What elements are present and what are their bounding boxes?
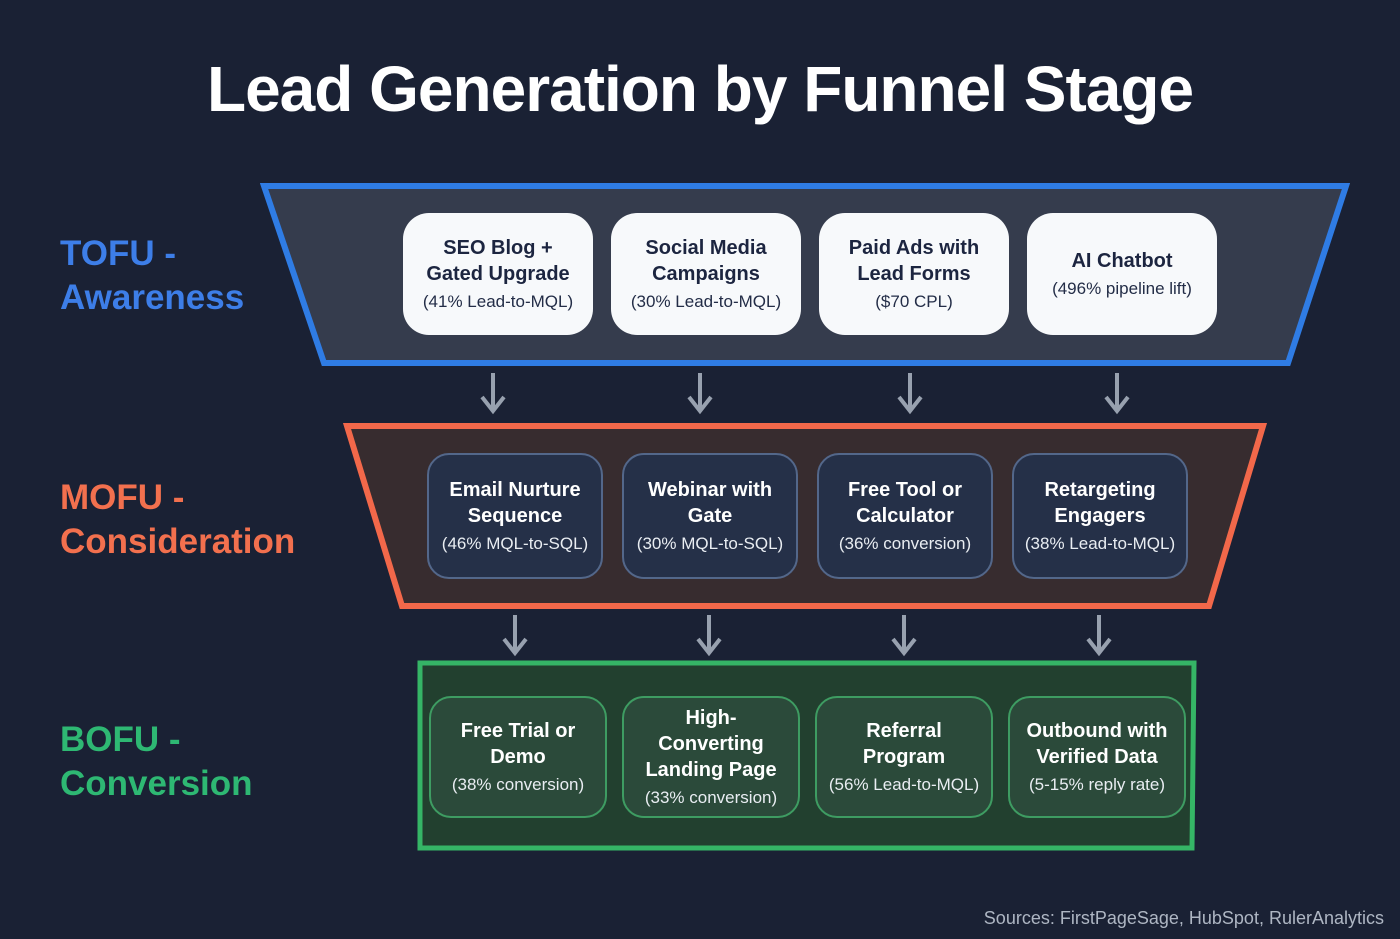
card-title: Webinar with Gate bbox=[647, 478, 773, 527]
card-metric: (56% Lead-to-MQL) bbox=[828, 774, 980, 794]
bofu-cards-row: Free Trial or Demo (38% conversion) High… bbox=[425, 696, 1190, 818]
tactic-card: AI Chatbot (496% pipeline lift) bbox=[1027, 213, 1217, 335]
down-arrow-icon bbox=[687, 373, 713, 415]
card-title: Free Trial or Demo bbox=[460, 719, 576, 768]
card-title: Outbound with Verified Data bbox=[1026, 719, 1168, 768]
card-title: Email Nurture Sequence bbox=[449, 478, 581, 527]
card-metric: (496% pipeline lift) bbox=[1052, 278, 1192, 298]
down-arrow-icon bbox=[696, 615, 722, 657]
card-title: Referral Program bbox=[862, 719, 946, 768]
page-title: Lead Generation by Funnel Stage bbox=[206, 53, 1194, 125]
down-arrow-icon bbox=[1086, 615, 1112, 657]
stage-label-mofu: MOFU - Consideration bbox=[60, 476, 295, 564]
tactic-card: Email Nurture Sequence (46% MQL-to-SQL) bbox=[427, 453, 603, 579]
tactic-card: High-Converting Landing Page (33% conver… bbox=[622, 696, 800, 818]
tactic-card: Retargeting Engagers (38% Lead-to-MQL) bbox=[1012, 453, 1188, 579]
source-note: Sources: FirstPageSage, HubSpot, RulerAn… bbox=[983, 908, 1384, 928]
card-title: Paid Ads with Lead Forms bbox=[848, 236, 980, 285]
mofu-cards-row: Email Nurture Sequence (46% MQL-to-SQL) … bbox=[420, 453, 1195, 579]
card-title: Retargeting Engagers bbox=[1044, 478, 1156, 527]
bofu-funnel-shape bbox=[417, 660, 1197, 851]
tactic-card: Paid Ads with Lead Forms ($70 CPL) bbox=[819, 213, 1009, 335]
stage-label-bofu-line2: Conversion bbox=[60, 764, 253, 803]
down-arrow-icon bbox=[1104, 373, 1130, 415]
card-metric: (46% MQL-to-SQL) bbox=[441, 533, 589, 553]
stage-label-tofu-line2: Awareness bbox=[60, 278, 245, 317]
tactic-card: Free Trial or Demo (38% conversion) bbox=[429, 696, 607, 818]
card-metric: (5-15% reply rate) bbox=[1028, 774, 1166, 794]
card-metric: (38% Lead-to-MQL) bbox=[1024, 533, 1176, 553]
card-title: SEO Blog + Gated Upgrade bbox=[426, 236, 570, 285]
card-metric: (41% Lead-to-MQL) bbox=[422, 291, 574, 311]
tactic-card: SEO Blog + Gated Upgrade (41% Lead-to-MQ… bbox=[403, 213, 593, 335]
down-arrow-icon bbox=[502, 615, 528, 657]
down-arrow-icon bbox=[480, 373, 506, 415]
card-title: High-Converting Landing Page bbox=[645, 706, 777, 781]
stage-label-mofu-line2: Consideration bbox=[60, 522, 296, 561]
stage-label-tofu-line1: TOFU - bbox=[60, 234, 177, 273]
stage-label-bofu-line1: BOFU - bbox=[60, 720, 181, 759]
down-arrow-icon bbox=[891, 615, 917, 657]
stage-label-mofu-line1: MOFU - bbox=[60, 478, 185, 517]
card-title: Free Tool or Calculator bbox=[847, 478, 963, 527]
down-arrow-icon bbox=[897, 373, 923, 415]
tofu-cards-row: SEO Blog + Gated Upgrade (41% Lead-to-MQ… bbox=[390, 213, 1230, 335]
card-metric: ($70 CPL) bbox=[875, 291, 953, 311]
card-title: Social Media Campaigns bbox=[645, 236, 767, 285]
tactic-card: Webinar with Gate (30% MQL-to-SQL) bbox=[622, 453, 798, 579]
card-metric: (38% conversion) bbox=[451, 774, 585, 794]
tactic-card: Free Tool or Calculator (36% conversion) bbox=[817, 453, 993, 579]
card-metric: (36% conversion) bbox=[838, 533, 972, 553]
tactic-card: Referral Program (56% Lead-to-MQL) bbox=[815, 696, 993, 818]
card-metric: (33% conversion) bbox=[644, 787, 778, 807]
card-metric: (30% Lead-to-MQL) bbox=[630, 291, 782, 311]
stage-label-tofu: TOFU - Awareness bbox=[60, 232, 244, 320]
tactic-card: Outbound with Verified Data (5-15% reply… bbox=[1008, 696, 1186, 818]
tactic-card: Social Media Campaigns (30% Lead-to-MQL) bbox=[611, 213, 801, 335]
card-title: AI Chatbot bbox=[1071, 249, 1173, 272]
card-metric: (30% MQL-to-SQL) bbox=[636, 533, 784, 553]
stage-label-bofu: BOFU - Conversion bbox=[60, 718, 253, 806]
